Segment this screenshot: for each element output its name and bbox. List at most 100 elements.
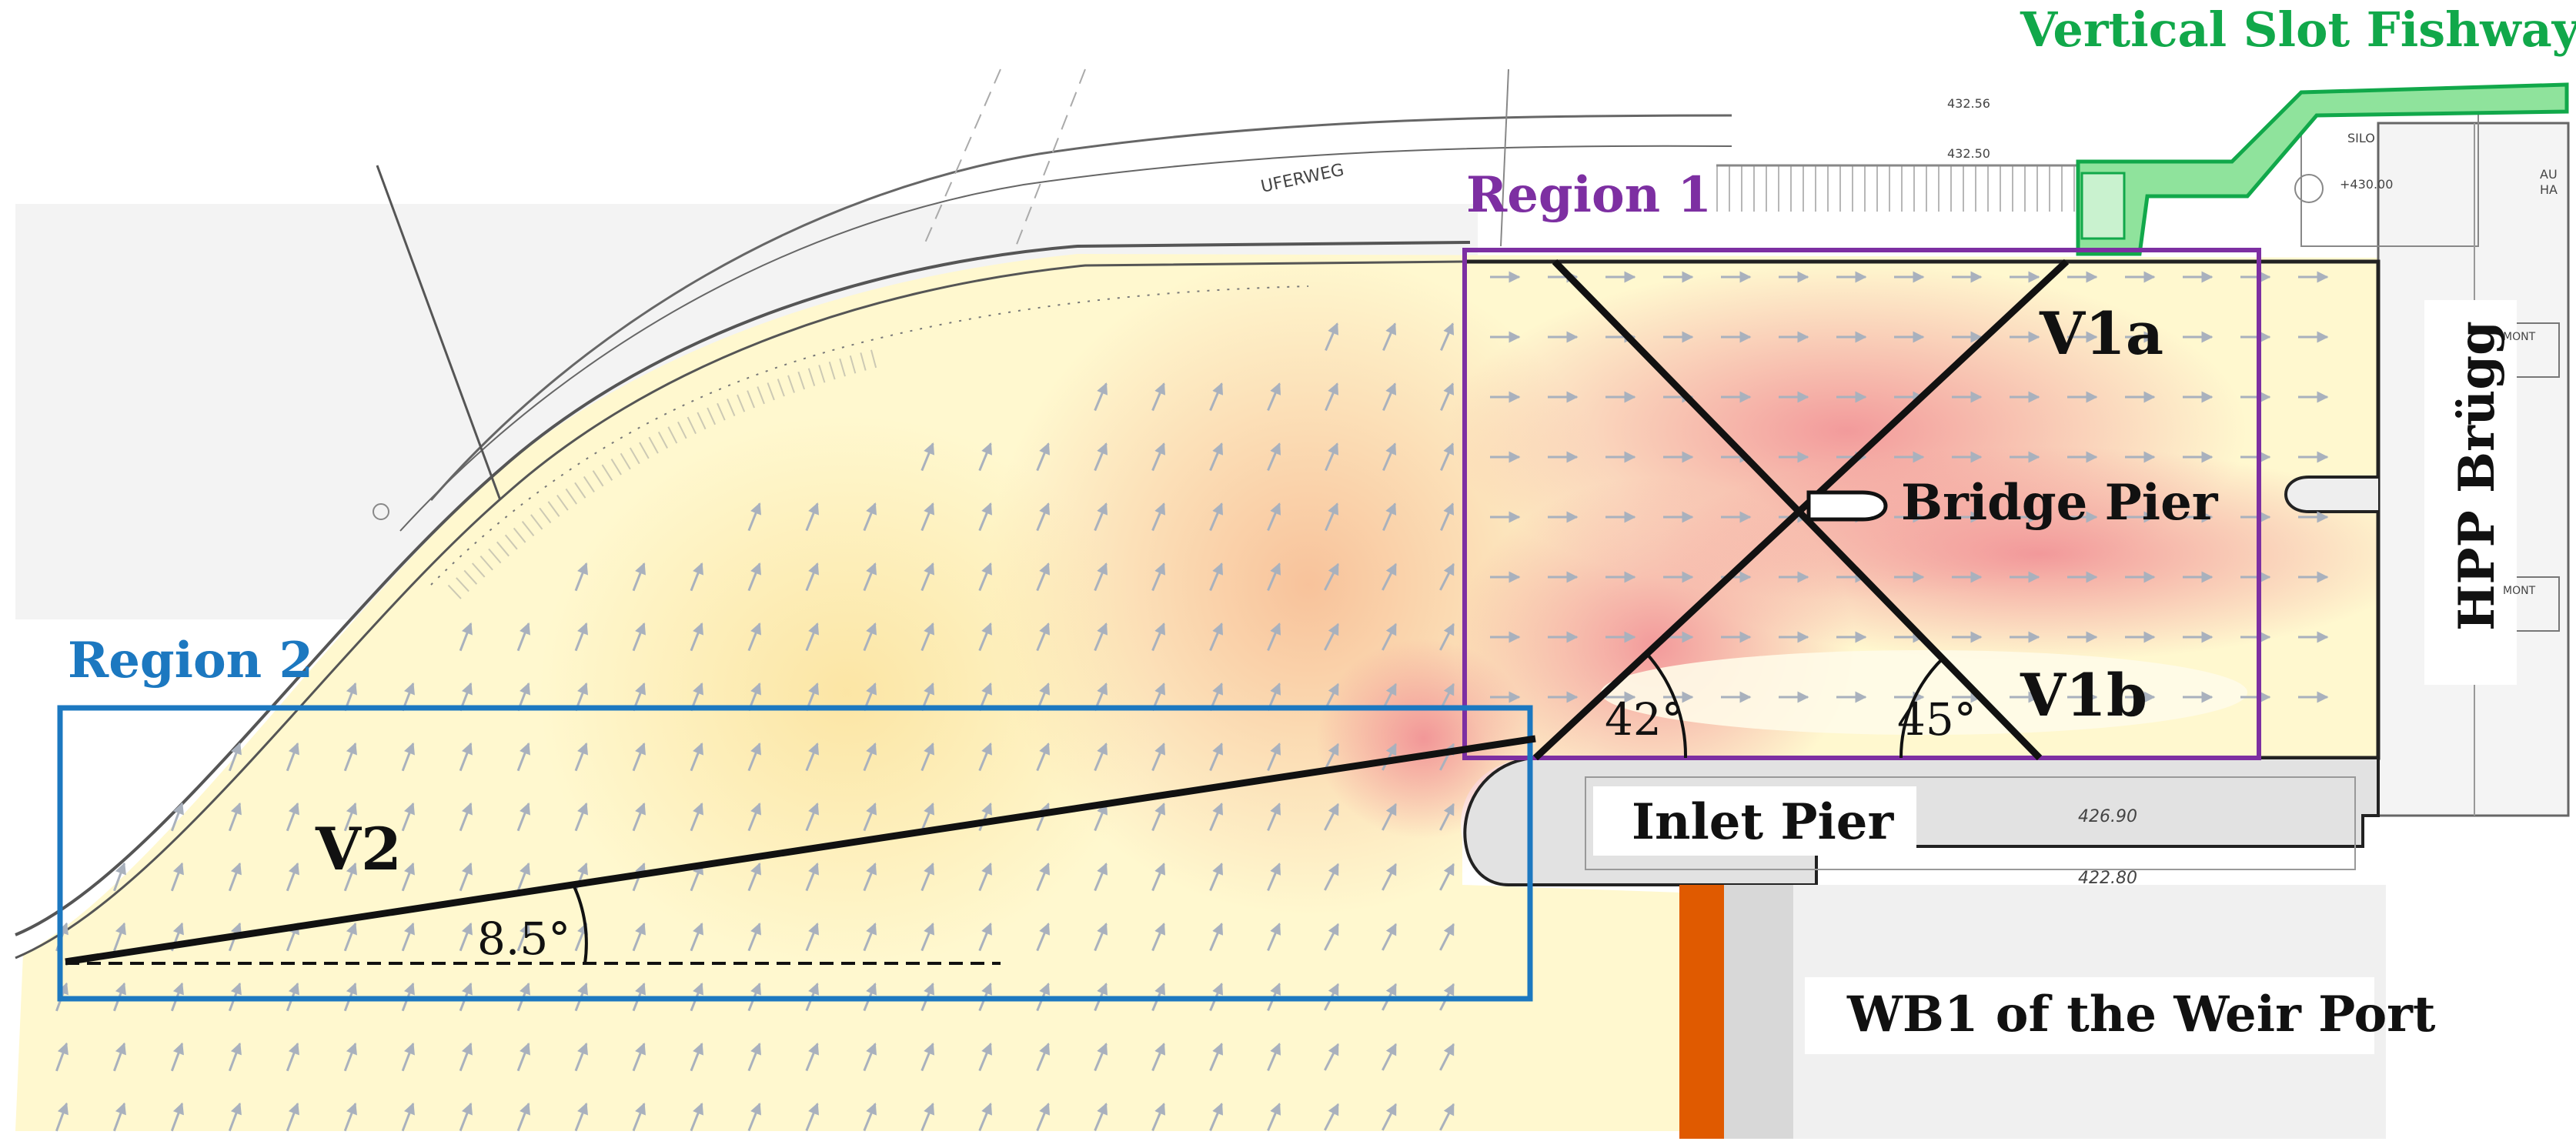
flow-vector xyxy=(574,742,588,772)
flow-vector xyxy=(459,802,473,832)
flow-vector xyxy=(1209,502,1224,532)
flow-vector xyxy=(343,1042,357,1072)
flow-vector xyxy=(55,1042,68,1072)
flow-vector xyxy=(747,862,762,892)
flow-vector xyxy=(516,742,530,772)
flow-heat-area xyxy=(539,415,1154,969)
silo-symbol xyxy=(2294,174,2324,203)
flow-vector xyxy=(978,863,993,892)
flow-vector xyxy=(1036,923,1051,952)
flow-vector xyxy=(978,622,993,652)
flow-vector xyxy=(690,562,704,592)
survey-line xyxy=(376,165,502,501)
flow-vector xyxy=(516,1042,530,1072)
flow-vector xyxy=(1151,502,1166,532)
flow-vector xyxy=(170,1102,184,1132)
flow-vector xyxy=(170,802,184,832)
flow-vector xyxy=(516,1102,530,1132)
flow-vector xyxy=(1267,622,1281,652)
flow-vector xyxy=(112,862,126,892)
v2-line xyxy=(65,735,1536,966)
flow-vector xyxy=(1094,923,1108,952)
flow-vector xyxy=(1094,382,1108,412)
flow-vector xyxy=(1382,863,1397,891)
flow-vector xyxy=(1324,863,1339,891)
flow-vector xyxy=(1267,803,1281,832)
flow-vector xyxy=(401,1102,415,1132)
flow-vector xyxy=(1439,622,1455,651)
v2-label: V2 xyxy=(315,815,402,883)
elevation-label: 422.80 xyxy=(2078,869,2137,888)
survey-line xyxy=(1015,68,1086,247)
flow-vector xyxy=(805,562,820,592)
flow-vector xyxy=(1382,1103,1397,1131)
flow-vector xyxy=(286,1102,299,1132)
flow-vector xyxy=(1209,803,1224,832)
flow-vector xyxy=(1382,622,1397,651)
flow-vector xyxy=(459,1102,473,1132)
flow-vector xyxy=(1209,863,1224,892)
flow-vector xyxy=(1382,382,1397,412)
flow-vector xyxy=(1036,502,1051,532)
flow-vector xyxy=(1036,1103,1051,1132)
flow-vector xyxy=(1151,1043,1166,1072)
flow-vector xyxy=(1325,442,1339,472)
flow-vector xyxy=(863,1103,877,1132)
flow-vector xyxy=(805,502,820,532)
flow-vector xyxy=(401,1042,415,1072)
flow-vector xyxy=(632,1102,646,1132)
flow-vector xyxy=(690,1102,704,1132)
flow-vector xyxy=(1382,322,1397,352)
flow-vector xyxy=(920,743,935,772)
flow-vector xyxy=(112,922,126,952)
flow-vector xyxy=(1440,442,1455,472)
flow-vector xyxy=(1439,863,1455,891)
building-label: MONT xyxy=(2503,585,2536,597)
fishway-label: Vertical Slot Fishway xyxy=(2020,2,2576,58)
flow-vector xyxy=(1036,622,1051,652)
flow-vector xyxy=(978,562,993,592)
flow-vector xyxy=(690,922,704,952)
region-2-frame xyxy=(57,705,1533,1002)
flow-vector xyxy=(1439,923,1455,951)
flow-vector xyxy=(401,742,415,772)
flow-vector xyxy=(516,922,530,952)
flow-vector xyxy=(286,742,299,772)
flow-vector xyxy=(1036,863,1051,892)
flow-vector xyxy=(343,802,357,832)
region-1-label: Region 1 xyxy=(1466,166,1712,224)
flow-vector xyxy=(1094,743,1108,772)
flow-vector xyxy=(1209,1103,1224,1132)
flow-vector xyxy=(1036,743,1051,772)
flow-vector xyxy=(574,1042,588,1072)
flow-vector xyxy=(863,803,877,832)
flow-vector xyxy=(1267,382,1281,412)
inlet-pier-label-bg xyxy=(1593,786,1916,856)
flow-vector xyxy=(747,1042,762,1072)
flow-vector xyxy=(1094,1103,1108,1132)
flow-vector xyxy=(632,622,646,652)
angle-label-42: 42° xyxy=(1605,693,1684,746)
hpp-label: HPP Brügg xyxy=(2448,321,2506,631)
inlet-pier-label: Inlet Pier xyxy=(1632,793,1895,851)
region-1-frame xyxy=(1462,248,2261,760)
flow-vector xyxy=(228,742,242,772)
angle-arc-85 xyxy=(572,884,588,964)
flow-vector xyxy=(1151,803,1166,832)
flow-vector xyxy=(1382,743,1397,771)
flow-vector xyxy=(978,1103,993,1132)
flow-vector xyxy=(1209,622,1224,652)
flow-vector xyxy=(1151,562,1166,592)
v1a-label: V1a xyxy=(2039,299,2163,368)
flow-vector xyxy=(805,1103,820,1132)
elevation-label: +430.00 xyxy=(2340,177,2393,192)
flow-vector xyxy=(1094,1043,1108,1072)
flow-vector xyxy=(574,562,588,592)
flow-vector xyxy=(1151,1103,1166,1132)
flow-vector xyxy=(1094,502,1108,532)
flow-vector xyxy=(55,1102,68,1132)
flow-vector xyxy=(1151,743,1166,772)
uferweg-label: UFERWEG xyxy=(1259,161,1346,197)
flow-vector xyxy=(863,562,877,592)
flow-vector xyxy=(1382,923,1397,951)
